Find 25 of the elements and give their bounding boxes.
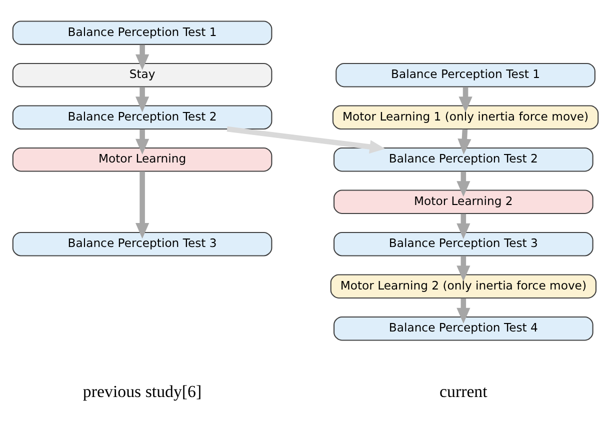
node-box: Balance Perception Test 3 — [12, 232, 272, 256]
label: previous study[6] — [82, 382, 202, 402]
label: current — [440, 382, 488, 402]
arrow — [456, 172, 470, 197]
node-box: Motor Learning 2 — [334, 190, 594, 214]
node-box: Balance Perception Test 4 — [334, 316, 594, 341]
arrow — [458, 129, 472, 154]
arrow — [136, 44, 150, 70]
node-box: Balance Perception Test 2 — [12, 105, 272, 130]
arrow — [136, 129, 150, 154]
node-box: Balance Perception Test 2 — [334, 147, 594, 172]
arrow — [136, 87, 150, 112]
node-box: Motor Learning 1 (only inertia force move) — [332, 105, 599, 130]
node-box: Balance Perception Test 1 — [336, 62, 596, 88]
node-box: Balance Perception Test 3 — [334, 232, 594, 256]
arrow — [226, 126, 386, 154]
arrow — [136, 171, 150, 239]
node-box: Motor Learning — [12, 147, 272, 172]
arrow — [456, 256, 470, 282]
node-box: Stay — [12, 62, 272, 88]
arrow — [456, 298, 470, 324]
node-box: Motor Learning 2 (only inertia force move) — [330, 274, 597, 298]
arrow — [456, 214, 470, 239]
arrow — [458, 87, 472, 112]
node-box: Balance Perception Test 1 — [12, 20, 272, 45]
